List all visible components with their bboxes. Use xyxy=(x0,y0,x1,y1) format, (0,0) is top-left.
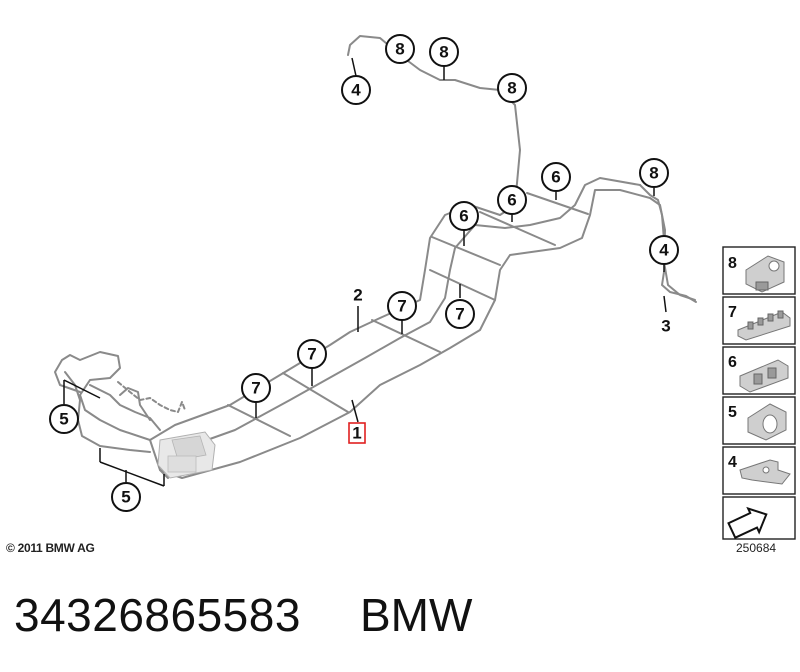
callout-5-a: 5 xyxy=(49,404,79,434)
svg-text:8: 8 xyxy=(728,255,737,272)
parts-legend: 8 7 6 5 4 xyxy=(722,246,796,542)
svg-text:8: 8 xyxy=(395,40,404,59)
svg-text:7: 7 xyxy=(397,297,406,316)
svg-text:8: 8 xyxy=(439,43,448,62)
callout-6-a: 6 xyxy=(541,162,571,192)
callout-leaders xyxy=(63,49,667,487)
brand-name: BMW xyxy=(360,589,473,641)
svg-text:5: 5 xyxy=(59,410,68,429)
callout-7-a: 7 xyxy=(387,291,417,321)
abs-unit-illustration xyxy=(157,431,216,479)
callout-6-b: 6 xyxy=(497,185,527,215)
callout-5-b: 5 xyxy=(111,482,141,512)
callout-4-b: 4 xyxy=(649,235,679,265)
callout-7-b: 7 xyxy=(445,299,475,329)
callout-7-c: 7 xyxy=(297,339,327,369)
callout-8-a: 8 xyxy=(385,34,415,64)
svg-text:7: 7 xyxy=(251,379,260,398)
item-1-label[interactable]: 1 xyxy=(352,424,361,443)
svg-text:6: 6 xyxy=(728,354,737,371)
legend-item-5[interactable]: 5 xyxy=(722,396,796,445)
svg-text:4: 4 xyxy=(728,454,737,471)
copyright-notice: © 2011 BMW AG xyxy=(6,541,95,555)
part-number: 34326865583 xyxy=(14,589,301,641)
drawing-number: 250684 xyxy=(736,541,777,555)
legend-item-6[interactable]: 6 xyxy=(722,346,796,395)
svg-text:4: 4 xyxy=(351,81,361,100)
callout-6-c: 6 xyxy=(449,201,479,231)
callout-8-d: 8 xyxy=(639,158,669,188)
svg-text:5: 5 xyxy=(728,404,737,421)
callout-8-b: 8 xyxy=(429,37,459,67)
item-1-highlight-box[interactable] xyxy=(348,422,366,444)
callout-7-d: 7 xyxy=(241,373,271,403)
svg-text:6: 6 xyxy=(459,207,468,226)
brake-line-assembly xyxy=(54,35,697,479)
svg-text:6: 6 xyxy=(551,168,560,187)
callout-8-c: 8 xyxy=(497,73,527,103)
legend-nav-arrow[interactable] xyxy=(722,496,796,542)
svg-text:7: 7 xyxy=(455,305,464,324)
item-3-label: 3 xyxy=(661,317,670,336)
parts-diagram: 8 8 8 8 4 4 6 6 6 7 7 7 7 5 5 2 3 1 xyxy=(49,34,796,542)
callout-4-a: 4 xyxy=(341,75,371,105)
legend-item-8[interactable]: 8 xyxy=(722,246,796,295)
item-2-label: 2 xyxy=(353,286,362,305)
svg-text:7: 7 xyxy=(307,345,316,364)
svg-text:8: 8 xyxy=(649,164,658,183)
svg-text:7: 7 xyxy=(728,304,737,321)
svg-text:5: 5 xyxy=(121,488,130,507)
svg-text:8: 8 xyxy=(507,79,516,98)
legend-item-4[interactable]: 4 xyxy=(722,446,796,495)
svg-text:6: 6 xyxy=(507,191,516,210)
svg-text:4: 4 xyxy=(659,241,669,260)
legend-item-7[interactable]: 7 xyxy=(722,296,796,345)
